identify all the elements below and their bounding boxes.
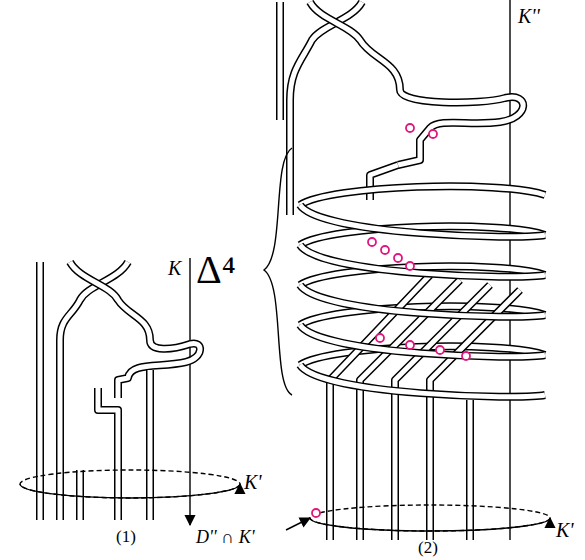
point-label: D'' ∩ K' (196, 528, 255, 546)
leader-line (286, 518, 310, 530)
unknot-k-prime (310, 505, 550, 531)
knot-label: K' (244, 472, 262, 492)
band-strands (280, 2, 545, 540)
knot-label: K (168, 258, 181, 278)
unknot-k-prime (20, 470, 240, 498)
knot-label: K'' (518, 6, 540, 26)
knot-k (189, 258, 190, 525)
panel-number: (2) (418, 539, 438, 556)
brace (264, 148, 292, 395)
band-strands (40, 262, 200, 520)
twist-label: Δ⁴ (196, 250, 236, 290)
knot-label: K' (556, 520, 574, 540)
intersection-point (312, 124, 470, 517)
panel-number: (1) (116, 528, 136, 545)
